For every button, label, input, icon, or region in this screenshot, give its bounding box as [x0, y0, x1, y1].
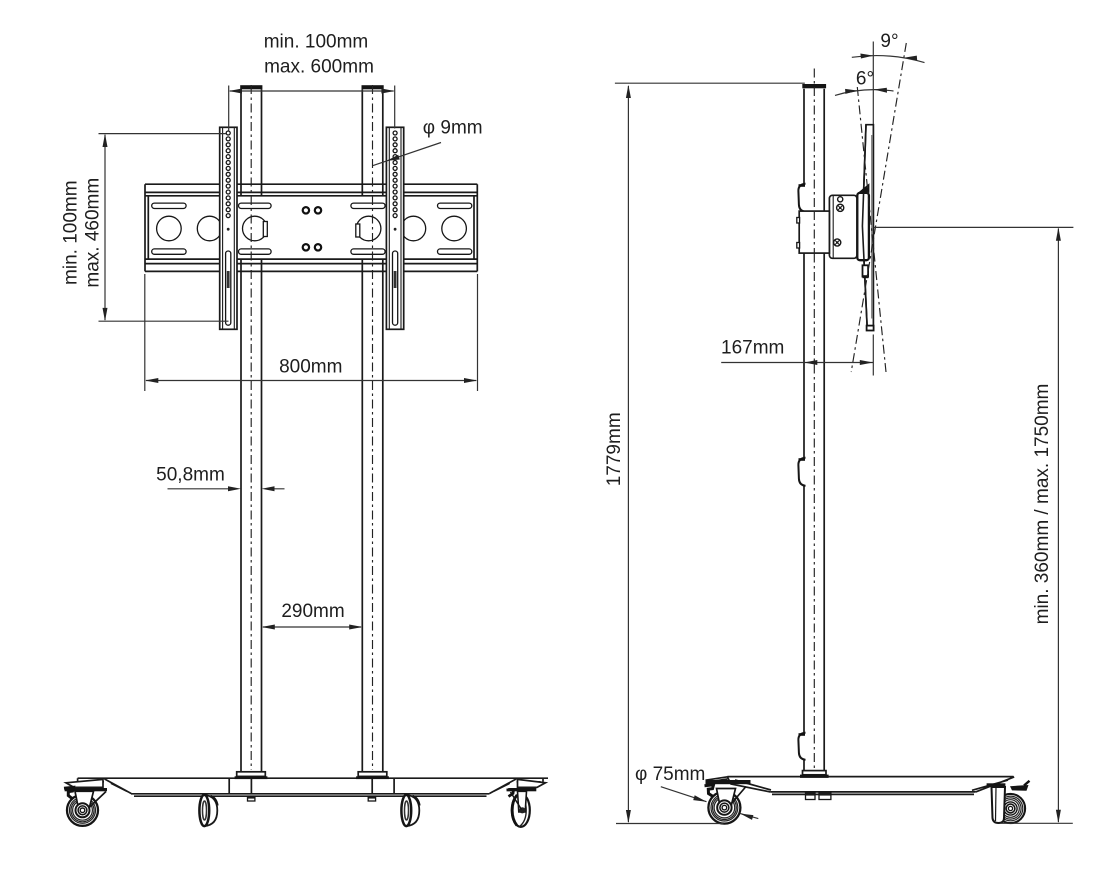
svg-text:800mm: 800mm — [279, 357, 342, 378]
svg-text:max. 460mm: max. 460mm — [83, 178, 104, 288]
svg-text:167mm: 167mm — [721, 337, 784, 358]
svg-text:max. 600mm: max. 600mm — [264, 56, 374, 77]
svg-text:φ 9mm: φ 9mm — [423, 118, 483, 139]
svg-text:min. 100mm: min. 100mm — [61, 180, 82, 285]
svg-text:min. 100mm: min. 100mm — [264, 32, 369, 53]
svg-text:9°: 9° — [880, 31, 898, 52]
svg-text:290mm: 290mm — [281, 601, 344, 622]
svg-text:min. 360mm / max. 1750mm: min. 360mm / max. 1750mm — [1032, 384, 1053, 625]
svg-text:50,8mm: 50,8mm — [156, 464, 225, 485]
svg-text:1779mm: 1779mm — [604, 412, 625, 486]
svg-text:6°: 6° — [856, 69, 874, 90]
svg-text:φ 75mm: φ 75mm — [635, 764, 705, 785]
